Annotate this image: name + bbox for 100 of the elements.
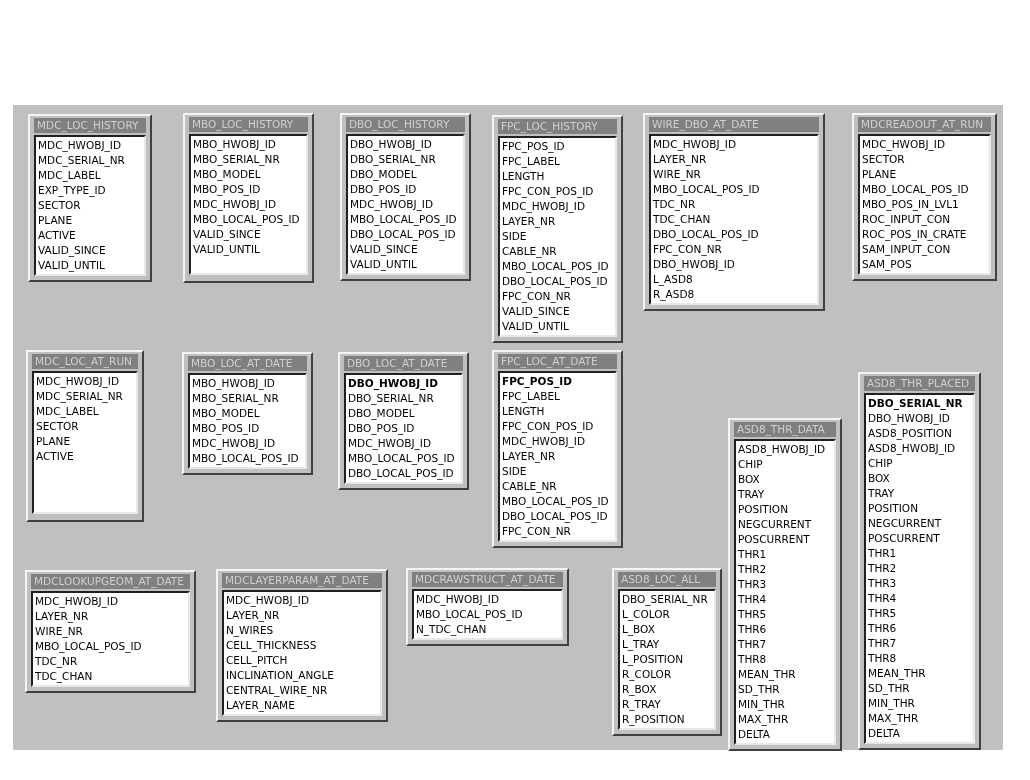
field-name: SECTOR [38,198,82,213]
field-name: BOX [738,472,761,487]
table-box [492,115,623,343]
table-box [183,113,314,283]
table-box [25,570,196,693]
field-name: MDC_LABEL [38,168,102,183]
field-name: THR6 [868,621,898,636]
field-name: R_POSITION [622,712,686,727]
field-name: N_TDC_CHAN [416,622,488,637]
field-name: CHIP [868,456,894,471]
field-name: MDC_HWOBJ_ID [653,137,737,152]
field-name: VALID_SINCE [502,304,571,319]
field-name: VALID_UNTIL [193,242,261,257]
field-name: FPC_CON_POS_ID [502,184,595,199]
field-name: ROC_POS_IN_CRATE [862,227,968,242]
field-name: SECTOR [36,419,80,434]
table-box [338,352,469,490]
table-box [492,350,623,548]
field-name: POSCURRENT [738,532,811,547]
field-name: L_TRAY [622,637,661,652]
field-name: MDC_HWOBJ_ID [36,374,120,389]
field-name: TRAY [738,487,766,502]
field-name: MBO_LOCAL_POS_ID [348,451,456,466]
field-name: CHIP [738,457,764,472]
field-name: PLANE [38,213,74,228]
field-name: THR3 [738,577,768,592]
field-name: LENGTH [502,169,546,184]
field-name: THR8 [868,651,898,666]
table-box [340,113,471,281]
field-name: BOX [868,471,891,486]
field-name: MDC_HWOBJ_ID [35,594,119,609]
field-name: MDC_HWOBJ_ID [416,592,500,607]
field-name: NEGCURRENT [868,516,943,531]
field-name: LAYER_NR [226,608,281,623]
field-name: THR4 [738,592,768,607]
field-name: THR5 [738,607,768,622]
field-name: R_COLOR [622,667,673,682]
table-box [216,569,388,722]
field-name: ACTIVE [36,449,75,464]
field-name: THR8 [738,652,768,667]
table-title: ASD8_LOC_ALL [618,572,716,587]
field-name: DBO_LOCAL_POS_ID [348,466,455,481]
field-name: TDC_CHAN [35,669,94,684]
field-name: SD_THR [738,682,781,697]
field-name: MDC_LABEL [36,404,100,419]
field-name: R_ASD8 [653,287,696,302]
table-box [728,418,842,751]
field-name: DBO_LOCAL_POS_ID [502,274,609,289]
field-name: ASD8_HWOBJ_ID [738,442,827,457]
field-name: DBO_MODEL [348,406,416,421]
field-name: DBO_HWOBJ_ID [653,257,736,272]
field-name: MDC_SERIAL_NR [38,153,126,168]
field-name: PLANE [862,167,898,182]
field-name: MBO_LOCAL_POS_ID [192,451,300,466]
field-name: MAX_THR [738,712,790,727]
field-name: DBO_SERIAL_NR [868,396,964,411]
field-name: VALID_UNTIL [350,257,418,272]
field-name: L_COLOR [622,607,671,622]
table-title: MDCRAWSTRUCT_AT_DATE [412,572,563,587]
field-name: ACTIVE [38,228,77,243]
field-name: THR3 [868,576,898,591]
table-title: ASD8_THR_DATA [734,422,836,437]
table-title: ASD8_THR_PLACED [864,376,976,391]
table-box [28,114,152,282]
field-name: L_ASD8 [653,272,694,287]
field-name: FPC_LABEL [502,389,561,404]
field-name: VALID_UNTIL [38,258,106,273]
field-name: DBO_HWOBJ_ID [350,137,433,152]
field-name: LAYER_NAME [226,698,296,713]
table-title: DBO_LOC_AT_DATE [344,356,463,371]
table-box [612,568,722,736]
field-name: L_POSITION [622,652,685,667]
field-name: POSITION [738,502,789,517]
field-name: MBO_HWOBJ_ID [192,376,276,391]
field-name: ASD8_HWOBJ_ID [868,441,957,456]
field-name: LAYER_NR [35,609,90,624]
table-title: MDC_LOC_HISTORY [34,118,146,133]
field-name: MIN_THR [738,697,786,712]
table-title: MDC_LOC_AT_RUN [32,354,138,369]
field-name: TDC_NR [35,654,79,669]
field-name: WIRE_NR [653,167,702,182]
field-name: R_TRAY [622,697,662,712]
field-name: VALID_UNTIL [502,319,570,334]
field-name: POSITION [868,501,919,516]
field-name: THR2 [868,561,898,576]
field-name: MDC_HWOBJ_ID [38,138,122,153]
field-name: NEGCURRENT [738,517,813,532]
table-title: FPC_LOC_AT_DATE [498,354,617,369]
field-name: THR6 [738,622,768,637]
field-name: ASD8_POSITION [868,426,953,441]
field-name: DBO_HWOBJ_ID [868,411,951,426]
field-name: MBO_LOCAL_POS_ID [653,182,761,197]
field-name: MBO_HWOBJ_ID [193,137,277,152]
field-name: THR4 [868,591,898,606]
field-name: MBO_SERIAL_NR [193,152,281,167]
field-name: MDC_HWOBJ_ID [502,199,586,214]
field-name: MBO_POS_ID [192,421,261,436]
field-name: SIDE [502,464,528,479]
table-box [26,350,144,522]
field-name: DBO_HWOBJ_ID [348,376,439,391]
